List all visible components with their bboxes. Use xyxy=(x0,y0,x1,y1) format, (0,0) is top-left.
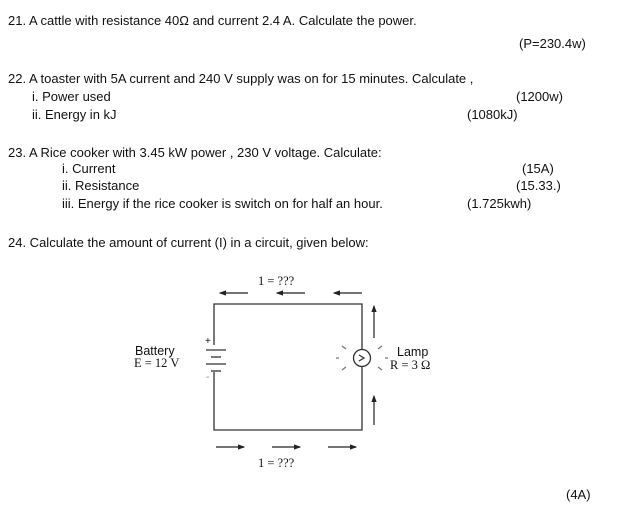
q24-text: 24. Calculate the amount of current (I) … xyxy=(8,235,369,250)
q23-part-3: iii. Energy if the rice cooker is switch… xyxy=(62,196,383,211)
q21-text: 21. A cattle with resistance 40Ω and cur… xyxy=(8,13,417,28)
battery-label: Battery xyxy=(135,344,175,358)
battery-minus: - xyxy=(206,372,210,383)
q22-answer-2: (1080kJ) xyxy=(467,107,518,122)
lamp-value: R = 3 Ω xyxy=(390,358,431,372)
q21-answer: (P=230.4w) xyxy=(519,36,586,51)
current-label-top: 1 = ??? xyxy=(258,274,295,288)
q22-part-2: ii. Energy in kJ xyxy=(32,107,117,122)
q23-answer-3: (1.725kwh) xyxy=(467,196,532,211)
battery-value: E = 12 V xyxy=(134,356,180,370)
q23-text: 23. A Rice cooker with 3.45 kW power , 2… xyxy=(8,145,382,160)
q22-answer-1: (1200w) xyxy=(516,89,563,104)
q23-answer-2: (15.33.) xyxy=(516,178,561,193)
q23-part-1: i. Current xyxy=(62,161,116,176)
q22-text: 22. A toaster with 5A current and 240 V … xyxy=(8,71,474,86)
current-label-bottom: 1 = ??? xyxy=(258,456,295,470)
current-arrows xyxy=(216,290,377,450)
q23-answer-1: (15A) xyxy=(522,161,554,176)
lamp-icon xyxy=(352,348,372,368)
q22-part-1: i. Power used xyxy=(32,89,111,104)
q24-answer: (4A) xyxy=(566,487,591,502)
q23-part-2: ii. Resistance xyxy=(62,178,140,193)
battery-plus: + xyxy=(205,336,211,347)
lamp-label: Lamp xyxy=(397,345,429,359)
circuit-wire xyxy=(213,303,363,431)
